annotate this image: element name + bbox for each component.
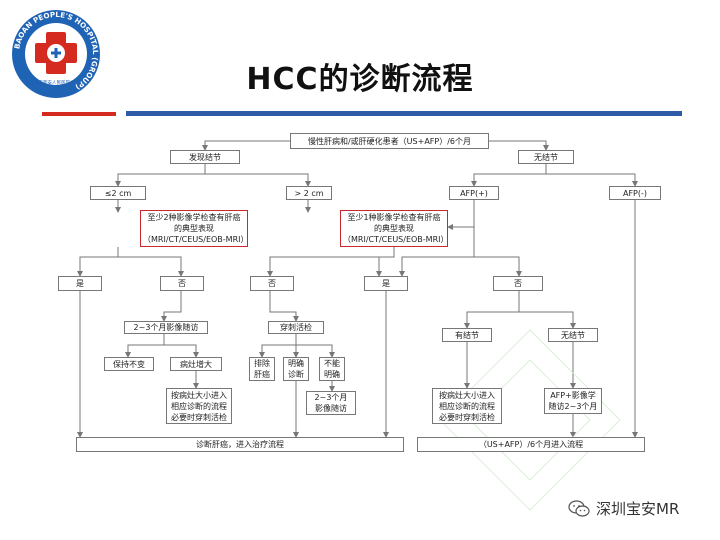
title-rule-red bbox=[42, 112, 116, 116]
flow-no-left: 否 bbox=[160, 276, 204, 291]
flow-no-nodule-2: 无结节 bbox=[548, 328, 598, 342]
flow-no-nodule: 无结节 bbox=[518, 150, 574, 164]
flow-unclear: 不能 明确 bbox=[319, 357, 345, 381]
wechat-icon bbox=[568, 499, 590, 517]
flow-followup: 2~3个月影像随访 bbox=[124, 321, 208, 334]
title-rule-blue bbox=[126, 111, 682, 116]
watermark-text: 深圳宝安MR bbox=[596, 500, 680, 518]
flow-no-mid: 否 bbox=[250, 276, 294, 291]
flow-exclude: 排除 肝癌 bbox=[249, 357, 275, 381]
flow-gt2cm: > 2 cm bbox=[286, 186, 332, 200]
flow-size-process-right: 按病灶大小进入 相应诊断的流程 必要时穿刺活检 bbox=[432, 388, 502, 424]
hospital-logo: BAOAN PEOPLE'S HOSPITAL (GROUP) 深圳市宝安人民医… bbox=[12, 10, 100, 98]
flow-afp-followup: AFP+影像学 随访2~3个月 bbox=[544, 388, 602, 414]
flow-afp-positive: AFP(+) bbox=[449, 186, 499, 200]
flow-yes-mid: 是 bbox=[364, 276, 408, 291]
flow-criteria-one: 至少1种影像学检查有肝癌 的典型表现 （MRI/CT/CEUS/EOB-MRI） bbox=[340, 210, 449, 247]
flow-enlarged: 病灶增大 bbox=[170, 357, 222, 371]
flow-has-nodule: 有结节 bbox=[442, 328, 492, 342]
page-title: HCC的诊断流程 bbox=[246, 62, 474, 97]
flow-followup-23: 2~3个月 影像随访 bbox=[306, 391, 356, 415]
flow-afp-negative: AFP(-) bbox=[609, 186, 661, 200]
flow-le2cm: ≤2 cm bbox=[90, 186, 146, 200]
flow-root: 慢性肝病和/或肝硬化患者（US+AFP）/6个月 bbox=[290, 133, 489, 149]
flow-size-process: 按病灶大小进入 相应诊断的流程 必要时穿刺活检 bbox=[166, 388, 232, 424]
flow-stable: 保持不变 bbox=[104, 357, 154, 371]
flow-confirmed: 明确 诊断 bbox=[283, 357, 309, 381]
flow-nodule-found: 发现结节 bbox=[170, 150, 240, 164]
svg-text:深圳市宝安人民医院(集团): 深圳市宝安人民医院(集团) bbox=[29, 79, 83, 86]
flow-criteria-two: 至少2种影像学检查有肝癌 的典型表现 （MRI/CT/CEUS/EOB-MRI） bbox=[140, 210, 249, 247]
flow-reenter: （US+AFP）/6个月进入流程 bbox=[417, 437, 645, 452]
flow-biopsy: 穿刺活检 bbox=[268, 321, 324, 334]
watermark: 深圳宝安MR bbox=[568, 498, 679, 519]
flow-no-right: 否 bbox=[493, 276, 543, 291]
flow-yes-left: 是 bbox=[58, 276, 102, 291]
flow-diagnosed: 诊断肝癌，进入治疗流程 bbox=[76, 437, 404, 452]
